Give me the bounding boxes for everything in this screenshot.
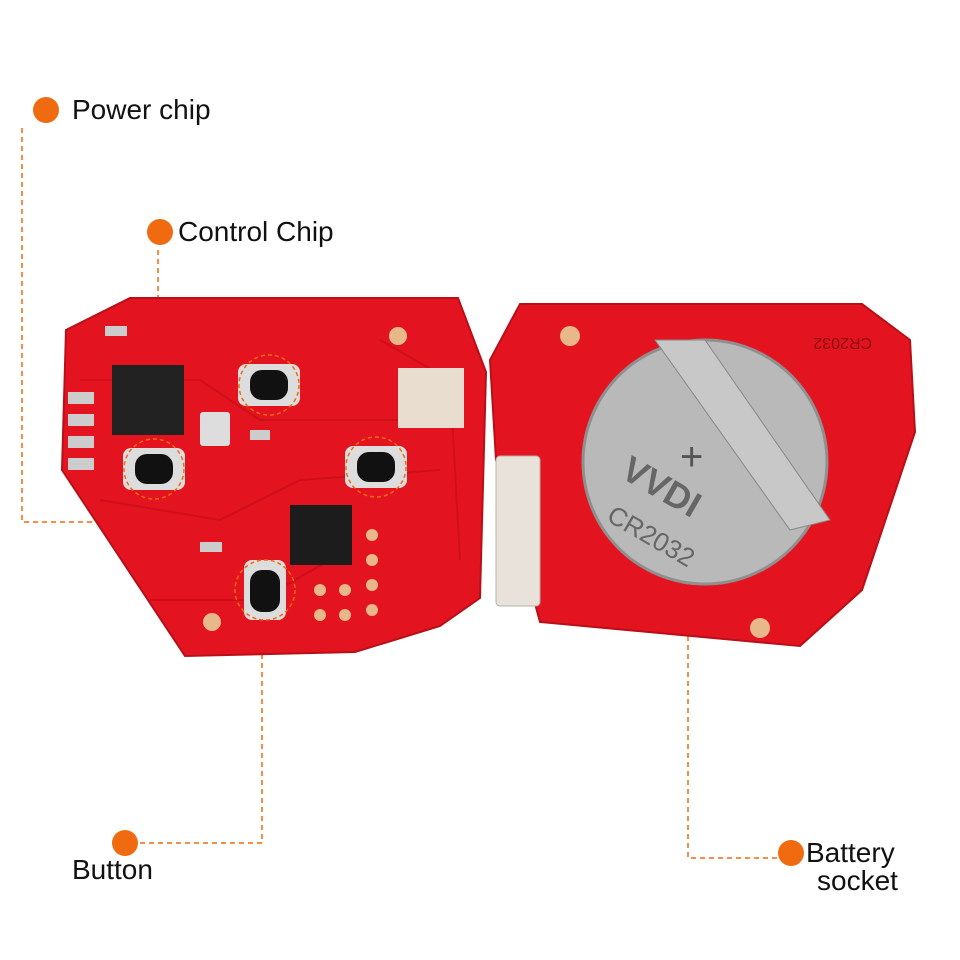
- battery-socket-label-line1: Battery: [806, 837, 895, 868]
- battery-leader: [687, 600, 778, 859]
- push-buttons: [123, 364, 407, 620]
- button-marker: [112, 830, 138, 856]
- left-pcb: [60, 297, 488, 658]
- button-label: Button: [72, 854, 153, 885]
- right-pcb: CR2032 + VVDI CR2032: [488, 303, 917, 648]
- qr-label: [398, 368, 464, 428]
- battery-plus: +: [680, 435, 703, 479]
- power-chip: [112, 365, 184, 435]
- connector: [495, 455, 541, 607]
- battery-socket-label-line2: socket: [817, 865, 898, 896]
- board-cr-marking: CR2032: [813, 334, 872, 351]
- battery-socket-marker: [778, 840, 804, 866]
- button-leader: [140, 590, 263, 844]
- control-chip-label: Control Chip: [178, 216, 334, 247]
- power-chip-label: Power chip: [72, 94, 211, 125]
- battery-clip: [654, 339, 831, 531]
- control-chip-marker: [147, 219, 173, 245]
- control-chip: [290, 505, 352, 565]
- power-chip-marker: [33, 97, 59, 123]
